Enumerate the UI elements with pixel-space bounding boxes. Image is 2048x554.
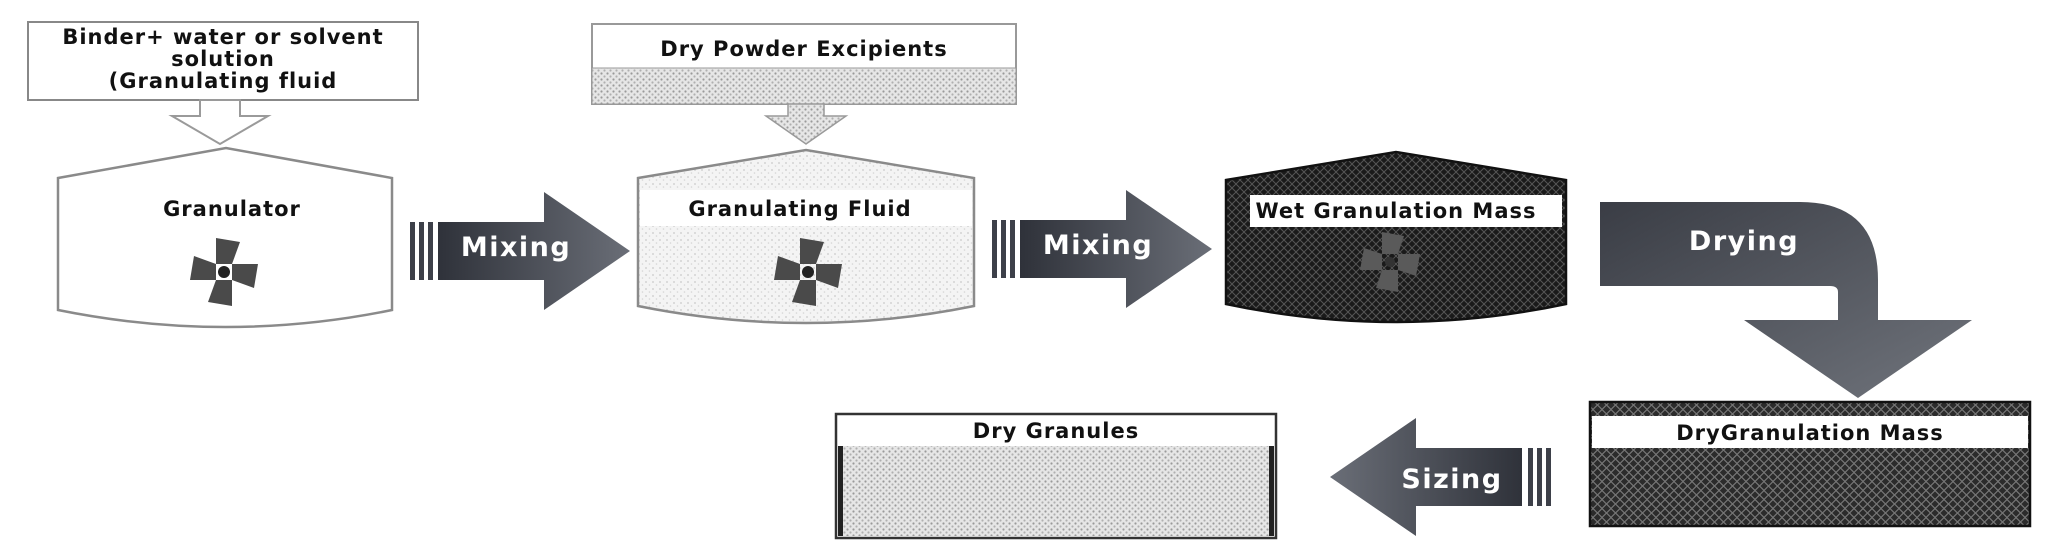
drying-arrow: Drying [1600,202,1972,398]
drying-label: Drying [1689,226,1799,257]
mixing-arrow-1: Mixing [410,192,630,310]
dry-powder-feed-arrow [763,103,849,145]
mixing-label-1: Mixing [461,232,571,263]
binder-line-2: solution [171,47,275,71]
granulating-fluid-vessel: Granulating Fluid [636,148,976,325]
granulator-label: Granulator [163,197,301,221]
sizing-arrow: Sizing [1330,418,1551,536]
impeller-icon [190,238,258,306]
sizing-label: Sizing [1401,464,1502,495]
granulator-vessel: Granulator [56,146,394,329]
dry-powder-label: Dry Powder Excipients [660,37,947,61]
wet-mass-label: Wet Granulation Mass [1255,199,1536,223]
binder-solution-box: Binder+ water or solvent solution (Granu… [27,21,419,101]
mixing-arrow-2: Mixing [992,190,1212,308]
dry-granulation-mass-box: DryGranulation Mass [1588,400,2032,528]
dry-granules-label: Dry Granules [973,419,1139,443]
binder-line-3: (Granulating fluid [109,69,338,93]
granulating-fluid-label: Granulating Fluid [688,197,911,221]
impeller-icon [774,238,842,306]
impeller-icon [1360,232,1420,292]
dry-powder-excipients-box: Dry Powder Excipients [591,23,1017,105]
dry-granules-box: Dry Granules [834,412,1278,540]
wet-granulation-mass-vessel: Wet Granulation Mass [1224,150,1568,324]
binder-line-1: Binder+ water or solvent [62,25,383,49]
mixing-label-2: Mixing [1043,230,1153,261]
binder-feed-arrow [168,99,272,146]
dry-granulation-mass-label: DryGranulation Mass [1676,421,1944,445]
